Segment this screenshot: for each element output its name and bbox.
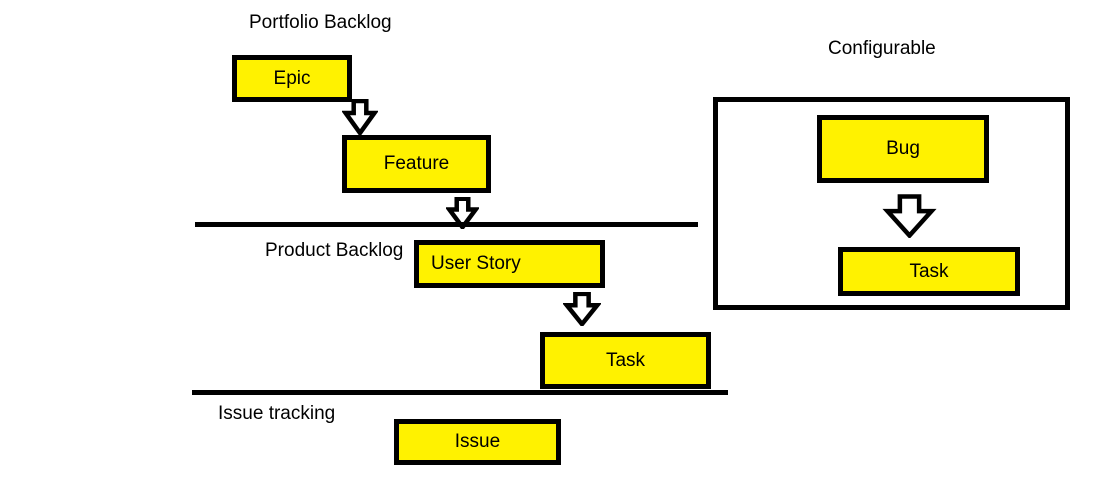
- configurable-group-box: [713, 97, 1070, 310]
- portfolio-backlog-label: Portfolio Backlog: [249, 12, 392, 33]
- epic-node: Epic: [232, 55, 352, 102]
- issue-tracking-label: Issue tracking: [218, 403, 336, 424]
- product-backlog-label: Product Backlog: [265, 240, 404, 261]
- down-arrow-icon: [342, 99, 378, 135]
- issue-tracking-divider-line: [192, 390, 728, 395]
- product-backlog-divider-line: [195, 222, 698, 227]
- configurable-label: Configurable: [828, 38, 936, 59]
- bug-node: Bug: [817, 115, 989, 183]
- issue-node: Issue: [394, 419, 561, 465]
- task-node: Task: [540, 332, 711, 389]
- user-story-node: User Story: [414, 240, 605, 288]
- configurable-task-node: Task: [838, 247, 1020, 296]
- down-arrow-icon: [446, 197, 479, 229]
- down-arrow-icon: [882, 194, 937, 238]
- down-arrow-icon: [563, 292, 601, 326]
- feature-node: Feature: [342, 135, 491, 193]
